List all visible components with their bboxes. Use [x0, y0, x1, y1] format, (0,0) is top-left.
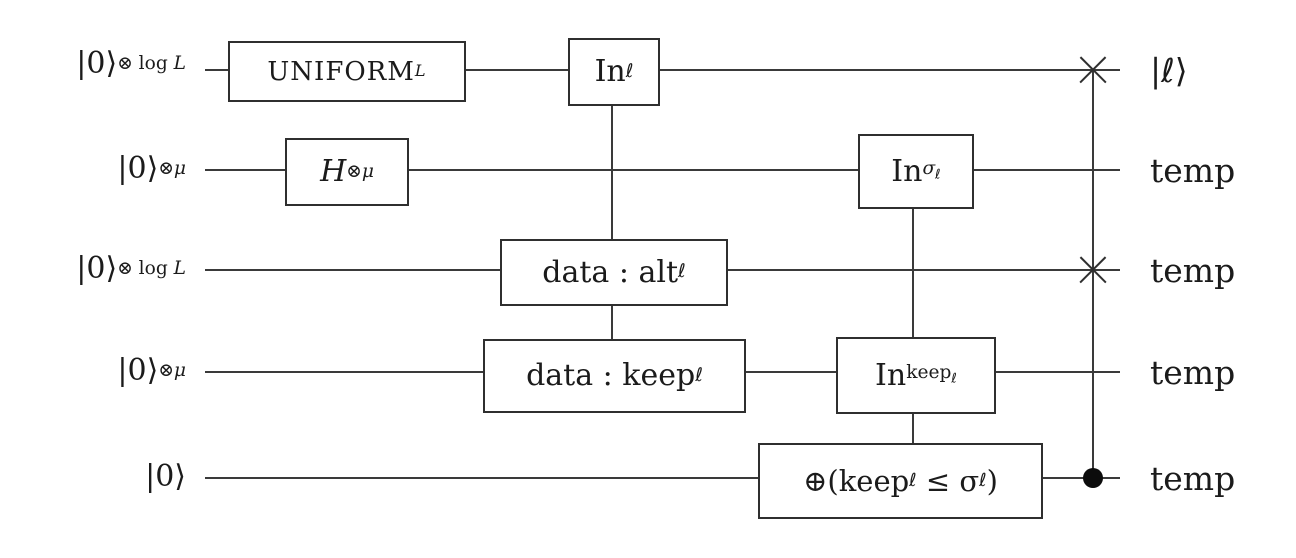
- gate-subscript: ℓ: [678, 261, 686, 283]
- gate-subsubscript: ℓ: [951, 372, 957, 388]
- dimension-var: L: [173, 52, 186, 74]
- dimension-var: L: [173, 257, 186, 279]
- swap-cross-icon: [1078, 255, 1108, 285]
- gate-label: In: [891, 153, 923, 189]
- gate-subsubscript: ℓ: [935, 168, 941, 184]
- ket-ell: |ℓ⟩: [1150, 50, 1188, 90]
- gate-subscript: ℓ: [909, 470, 917, 491]
- ket-zero: |0⟩: [117, 151, 159, 186]
- gate-subscript: L: [414, 61, 427, 81]
- gate-subscript: ℓ: [625, 60, 634, 82]
- tensor-operator: ⊗ log: [117, 257, 174, 279]
- xor-operator: ⊕(keep: [803, 463, 910, 498]
- output-label-wire-1: |ℓ⟩: [1150, 44, 1296, 96]
- input-label-wire-3: |0⟩⊗ log L: [0, 243, 186, 295]
- control-dot-icon: [1083, 468, 1103, 488]
- tensor-operator: ⊗: [158, 157, 174, 179]
- ket-zero: |0⟩: [76, 46, 118, 81]
- swap-cross-icon: [1078, 55, 1108, 85]
- gate-label: data : keep: [526, 358, 696, 393]
- temp-label: temp: [1150, 352, 1236, 392]
- wire-2: [205, 169, 1120, 171]
- control-line-in-l-to-data: [611, 100, 613, 340]
- gate-superscript: μ: [361, 160, 374, 182]
- close-paren: ): [986, 463, 998, 498]
- output-label-wire-2: temp: [1150, 144, 1296, 196]
- gate-subscript: ℓ: [979, 470, 987, 491]
- input-label-wire-4: |0⟩⊗μ: [0, 345, 186, 397]
- input-label-wire-5: |0⟩: [0, 451, 186, 503]
- gate-hadamard-mu: H⊗μ: [285, 138, 409, 206]
- temp-label: temp: [1150, 458, 1236, 498]
- output-label-wire-4: temp: [1150, 346, 1296, 398]
- dimension-var: μ: [173, 359, 186, 381]
- ket-zero: |0⟩: [76, 251, 118, 286]
- ket-zero: |0⟩: [145, 459, 186, 494]
- wire-5: [205, 477, 1120, 479]
- gate-label: In: [875, 357, 907, 393]
- output-label-wire-3: temp: [1150, 244, 1296, 296]
- gate-subscript: ℓ: [695, 364, 703, 386]
- tensor-operator: ⊗: [346, 160, 362, 182]
- temp-label: temp: [1150, 150, 1236, 190]
- gate-subscript: σ: [922, 158, 936, 180]
- dimension-var: μ: [173, 157, 186, 179]
- input-label-wire-2: |0⟩⊗μ: [0, 143, 186, 195]
- tensor-operator: ⊗: [158, 359, 174, 381]
- output-label-wire-5: temp: [1150, 452, 1296, 504]
- tensor-operator: ⊗ log: [117, 52, 174, 74]
- leq-operator: ≤ σ: [916, 463, 980, 498]
- temp-label: temp: [1150, 250, 1236, 290]
- input-label-wire-1: |0⟩⊗ log L: [0, 38, 186, 90]
- gate-label: data : alt: [542, 254, 679, 290]
- ket-zero: |0⟩: [117, 353, 159, 388]
- control-line-sigma-keep-compare: [912, 203, 914, 444]
- gate-label: UNIFORM: [267, 56, 415, 87]
- wire-1: [205, 69, 1120, 71]
- gate-label: In: [594, 54, 626, 89]
- gate-label: H: [320, 154, 347, 189]
- gate-subscript: keep: [906, 362, 952, 384]
